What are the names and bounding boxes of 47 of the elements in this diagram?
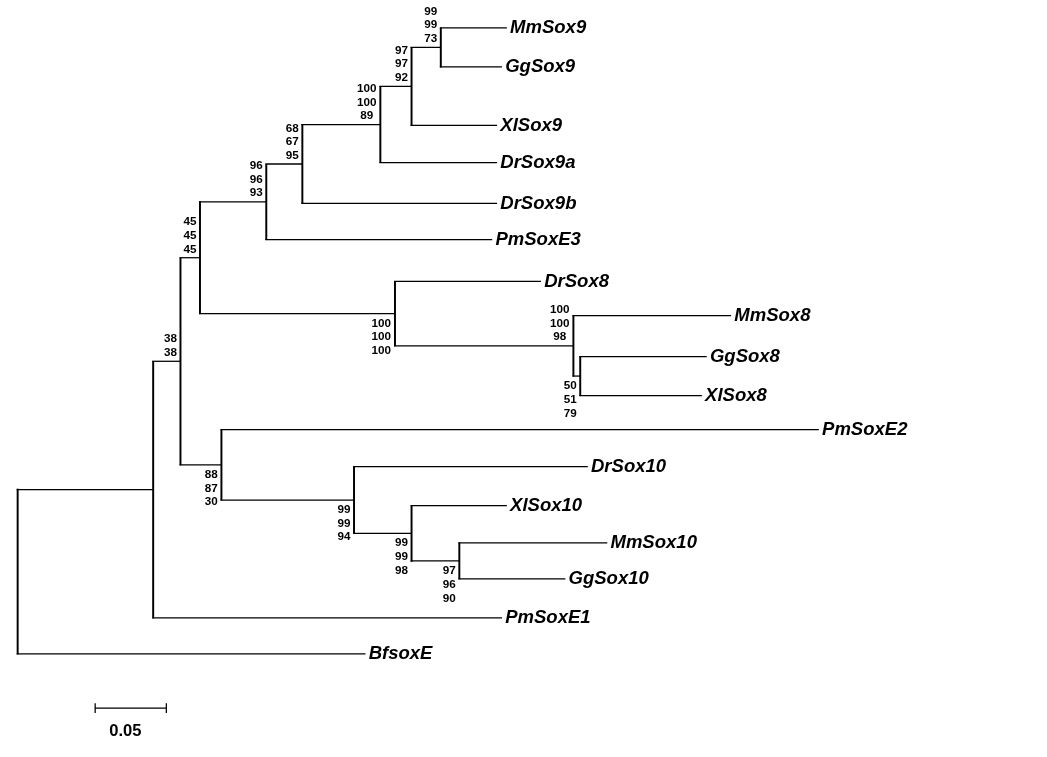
bootstrap-value: 97 97 92 <box>395 43 408 85</box>
scale-value: 0.05 <box>109 721 142 742</box>
branch-line <box>393 345 574 347</box>
taxon-label: PmSoxE2 <box>822 418 908 440</box>
bootstrap-value: 99 99 73 <box>424 4 438 46</box>
bootstrap-value: 100 100 98 <box>550 302 570 344</box>
bootstrap-value: 88 87 30 <box>204 467 218 509</box>
taxon-label: DrSox9b <box>500 192 577 214</box>
branch-line <box>352 532 412 534</box>
taxon-label: GgSox9 <box>505 55 576 78</box>
taxon-label: PmSoxE1 <box>505 606 591 629</box>
taxon-label: DrSox8 <box>544 270 609 292</box>
taxon-label: DrSox10 <box>590 455 667 477</box>
bootstrap-value: 38 38 <box>163 331 177 359</box>
branch-junction <box>439 27 442 68</box>
taxon-label: MmSox9 <box>510 16 587 39</box>
bootstrap-value: 99 99 94 <box>337 502 351 544</box>
branch-line <box>16 488 154 491</box>
bootstrap-value: 97 96 90 <box>442 563 456 605</box>
branch-line <box>352 466 589 468</box>
taxon-label: GgSox10 <box>568 567 649 590</box>
bootstrap-value: 96 96 93 <box>249 158 263 200</box>
branch-junction <box>410 47 413 126</box>
bootstrap-value: 50 51 79 <box>563 378 577 420</box>
bootstrap-value: 99 99 98 <box>395 535 408 577</box>
branch-line <box>264 163 303 165</box>
taxon-label: DrSox9a <box>500 151 576 173</box>
branch-line <box>393 280 542 283</box>
branch-junction <box>410 505 413 562</box>
branch-line <box>198 313 396 315</box>
taxon-label: GgSox8 <box>709 345 780 367</box>
branch-line <box>439 66 503 68</box>
taxon-label: XlSox9 <box>500 114 563 136</box>
branch-line <box>16 653 367 655</box>
bootstrap-value: 100 100 89 <box>356 81 377 123</box>
bootstrap-value: 68 67 95 <box>285 120 299 162</box>
taxon-label: XlSox10 <box>510 494 583 516</box>
branch-line <box>439 27 508 29</box>
bootstrap-value: 45 45 45 <box>183 214 197 256</box>
taxon-label: MmSox8 <box>734 304 811 326</box>
bootstrap-value: 100 100 100 <box>371 316 392 358</box>
taxon-label: XlSox8 <box>705 384 767 406</box>
taxon-label: BfsoxE <box>368 642 433 665</box>
taxon-label: MmSox10 <box>610 531 697 554</box>
taxon-label: PmSoxE3 <box>495 228 581 250</box>
branch-junction <box>16 489 19 655</box>
branch-line <box>198 201 267 203</box>
